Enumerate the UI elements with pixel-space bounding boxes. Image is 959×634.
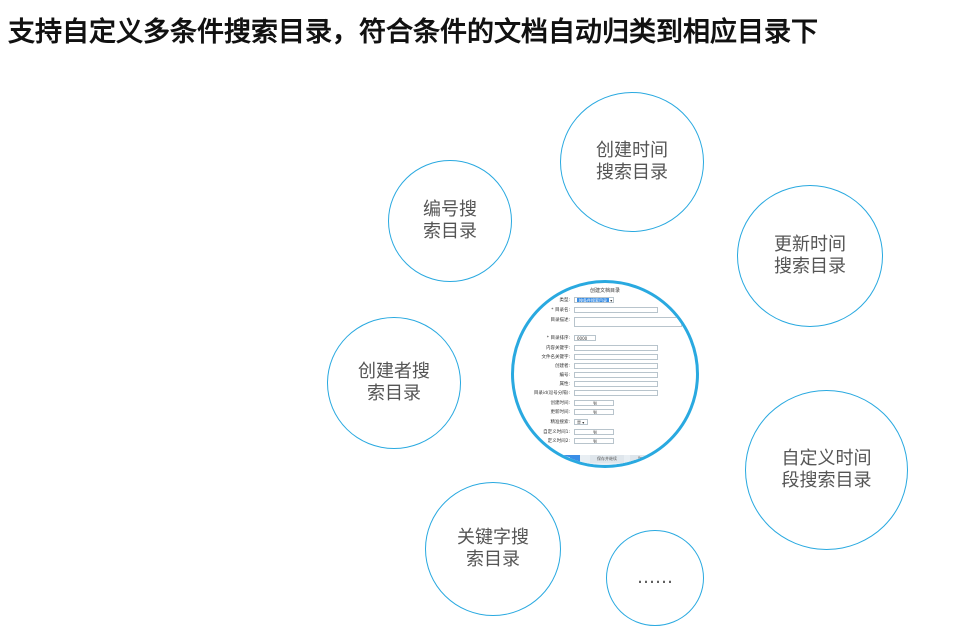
form-row-description: 目录描述:: [514, 317, 696, 331]
type-select-value: 按条件搜索目录: [577, 298, 609, 303]
form-label: 自定义时间1:: [543, 430, 570, 435]
bubble-more: ……: [606, 530, 704, 626]
form-label: * 目录名:: [551, 308, 570, 313]
form-label: 目录id(逗号分隔):: [533, 391, 570, 396]
form-label: 编号:: [559, 373, 570, 378]
bubble-updated-time-label: 更新时间 搜索目录: [774, 234, 846, 277]
form-screenshot-circle: 创建文档目录 类型: 按条件搜索目录 ▾ * 目录名: 目录描述: * 目录排序…: [511, 280, 699, 468]
form-row-directory-ids: 目录id(逗号分隔):: [514, 390, 696, 398]
bubble-number-label: 编号搜 索目录: [423, 199, 477, 242]
attribute-input[interactable]: [574, 381, 658, 387]
form-row-custom-time-1: 自定义时间1: 到: [514, 429, 696, 437]
number-input[interactable]: [574, 372, 658, 378]
form-row-custom-time-2: 定义时间2: 到: [514, 438, 696, 446]
create-directory-form: 创建文档目录 类型: 按条件搜索目录 ▾ * 目录名: 目录描述: * 目录排序…: [514, 283, 696, 465]
form-row-number: 编号:: [514, 372, 696, 380]
bubble-number: 编号搜 索目录: [388, 160, 512, 282]
form-label: * 目录排序:: [546, 336, 570, 341]
bubble-created-time-label: 创建时间 搜索目录: [596, 140, 668, 183]
bubble-creator-label: 创建者搜 索目录: [358, 361, 430, 404]
bubble-custom-time-label: 自定义时间 段搜索目录: [781, 448, 872, 491]
form-label: 内容关键字:: [545, 346, 570, 351]
confirm-button[interactable]: 确定: [552, 455, 580, 463]
bubble-creator: 创建者搜 索目录: [327, 317, 461, 449]
content-keyword-input[interactable]: [574, 345, 658, 351]
bubble-keyword-label: 关键字搜 索目录: [457, 527, 529, 570]
save-continue-button[interactable]: 保存并继续: [590, 455, 624, 463]
created-time-range[interactable]: 到: [574, 400, 614, 406]
bubble-keyword: 关键字搜 索目录: [425, 482, 561, 616]
custom-time-1-range[interactable]: 到: [574, 429, 614, 435]
form-label: 目录描述:: [550, 318, 570, 323]
directory-description-input[interactable]: [574, 317, 682, 327]
form-row-created-time: 创建时间: 到: [514, 400, 696, 408]
directory-name-input[interactable]: [574, 307, 658, 313]
cancel-button[interactable]: 取: [630, 455, 650, 463]
exact-search-value: 是: [577, 420, 581, 425]
custom-time-2-range[interactable]: 到: [574, 438, 614, 444]
form-row-content-keyword: 内容关键字:: [514, 345, 696, 353]
form-label: 更新时间:: [550, 410, 570, 415]
form-row-filename-keyword: 文件名关键字:: [514, 354, 696, 362]
form-row-exact-search: 精准搜索: 是 ▾: [514, 419, 696, 427]
creator-input[interactable]: [574, 363, 658, 369]
form-row-name: * 目录名:: [514, 307, 696, 315]
bubble-updated-time: 更新时间 搜索目录: [737, 185, 883, 327]
form-title: 创建文档目录: [589, 288, 620, 294]
type-select[interactable]: 按条件搜索目录 ▾: [574, 297, 614, 303]
form-label: 文件名关键字:: [541, 355, 570, 360]
form-label: 创建时间:: [550, 401, 570, 406]
bubble-created-time: 创建时间 搜索目录: [560, 92, 704, 232]
form-row-attribute: 属性:: [514, 381, 696, 389]
form-row-creator: 创建者:: [514, 363, 696, 371]
form-label: 精准搜索:: [550, 420, 570, 425]
updated-time-range[interactable]: 到: [574, 409, 614, 415]
form-row-updated-time: 更新时间: 到: [514, 409, 696, 417]
bubble-more-label: ……: [637, 567, 673, 588]
directory-order-input[interactable]: 0000: [574, 335, 596, 341]
page-title: 支持自定义多条件搜索目录，符合条件的文档自动归类到相应目录下: [8, 17, 818, 48]
exact-search-select[interactable]: 是 ▾: [574, 419, 588, 425]
directory-ids-input[interactable]: [574, 390, 658, 396]
form-label: 类型:: [559, 298, 570, 303]
form-row-type: 类型: 按条件搜索目录 ▾: [514, 297, 696, 305]
form-label: 属性:: [559, 382, 570, 387]
form-label: 创建者:: [554, 364, 570, 369]
form-row-order: * 目录排序: 0000: [514, 335, 696, 343]
filename-keyword-input[interactable]: [574, 354, 658, 360]
form-label: 定义时间2:: [547, 439, 570, 444]
bubble-custom-time: 自定义时间 段搜索目录: [745, 390, 908, 550]
